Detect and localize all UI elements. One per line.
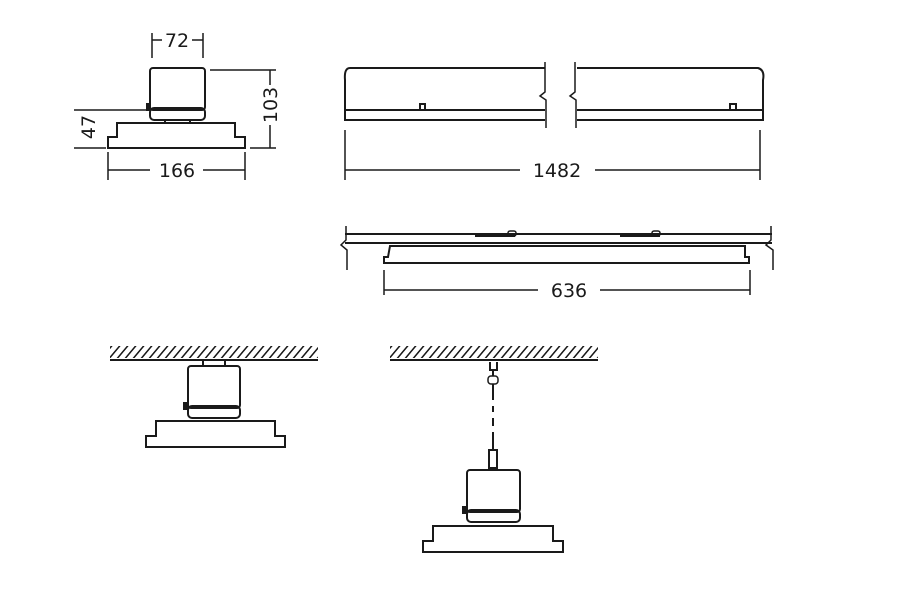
dim-636-label: 636 xyxy=(551,280,587,302)
side-view: 72 103 47 166 xyxy=(74,30,282,182)
ceiling-mount-view xyxy=(110,346,318,448)
rail-view: 636 xyxy=(339,226,774,302)
dim-47-label: 47 xyxy=(78,115,100,139)
front-view: 1482 xyxy=(343,62,765,182)
dim-103-label: 103 xyxy=(260,87,282,123)
dim-72-label: 72 xyxy=(165,30,189,52)
pendant-mount-view xyxy=(390,346,598,553)
dim-1482-label: 1482 xyxy=(533,160,581,182)
dim-166-label: 166 xyxy=(159,160,195,182)
